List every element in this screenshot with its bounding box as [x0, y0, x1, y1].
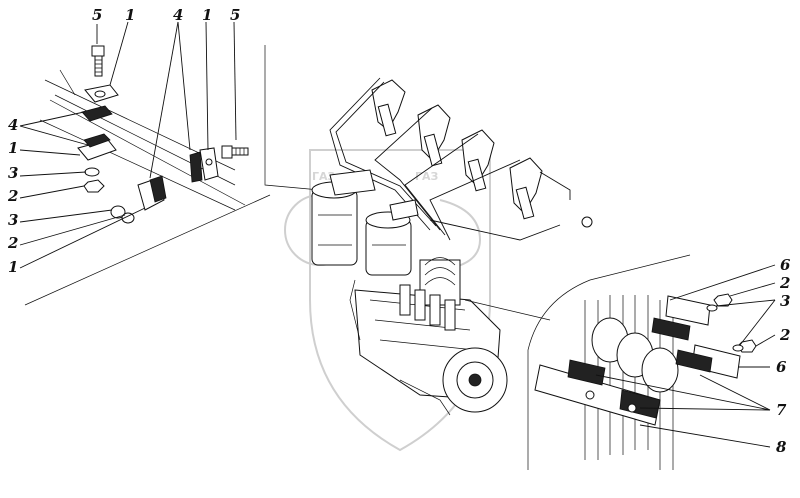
callout-label: 2: [779, 274, 790, 292]
callout-label: 1: [8, 258, 18, 276]
injector: [371, 79, 406, 137]
callout-label: 4: [8, 116, 18, 134]
callout-label: 3: [8, 211, 18, 229]
callout-label: 2: [779, 326, 790, 344]
callout-label: 1: [125, 6, 135, 24]
injection-pump-assembly: [311, 77, 593, 416]
callout-label: 3: [8, 164, 18, 182]
callout-label: 1: [202, 6, 212, 24]
callout-label: 5: [230, 6, 240, 24]
callout-label: 1: [8, 139, 18, 157]
callout-label: 5: [92, 6, 102, 24]
callout-label: 3: [780, 292, 790, 310]
callout-label: 7: [776, 401, 787, 419]
injector: [509, 157, 543, 220]
left-callouts: 5 1 4 1 5 4 1 3 2 3 2 1: [7, 6, 240, 276]
watermark-text: ГАЗ: [312, 170, 336, 183]
bolt-part: [91, 45, 105, 77]
detail-leader: [24, 194, 271, 306]
detail-separator: [264, 45, 321, 191]
injector: [461, 129, 495, 192]
right-clamp-detail: [464, 254, 776, 470]
callout-label: 6: [776, 358, 787, 376]
callout-label: 2: [7, 234, 18, 252]
callout-label: 8: [776, 438, 787, 456]
watermark-text-right: ГАЗ: [415, 170, 439, 183]
callout-label: 4: [173, 6, 183, 24]
callout-label: 2: [7, 187, 18, 205]
injector: [417, 104, 451, 167]
left-mounting-group: [19, 21, 249, 269]
bolt-part-right: [221, 145, 249, 159]
callout-label: 6: [780, 256, 791, 274]
right-callouts: 6 2 3 2 6 7 8: [776, 256, 791, 456]
